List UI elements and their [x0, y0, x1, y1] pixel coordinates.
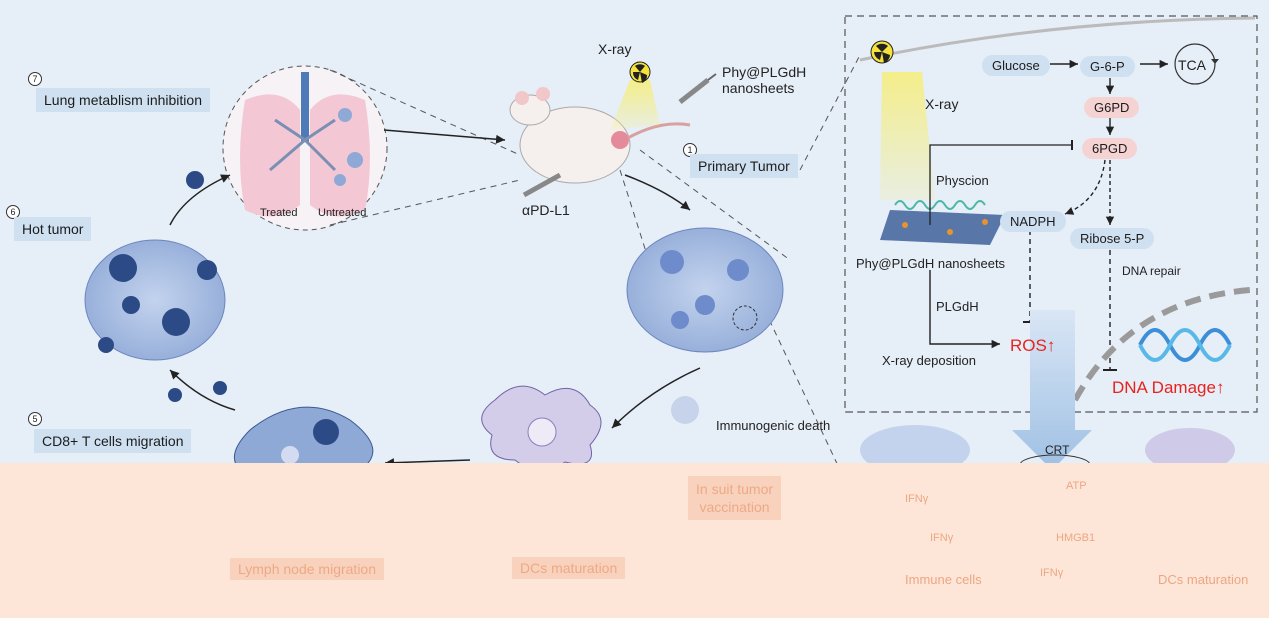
dendritic-cell — [481, 385, 602, 471]
lymph-node-migration-label: Lymph node migration — [230, 558, 385, 580]
mouse-illustration — [509, 87, 691, 184]
ros-text: ROS — [1010, 336, 1047, 355]
syringe-top — [678, 73, 717, 104]
atp-label: ATP — [1066, 480, 1087, 492]
g6pd-node: G6PD — [1084, 97, 1140, 118]
dna-helix — [1138, 328, 1232, 362]
crt-label: CRT — [1045, 443, 1070, 457]
step-5-number: 5 — [28, 412, 42, 426]
step-7-label: Lung metablism inhibition — [36, 88, 210, 112]
immunogenic-death-label: Immunogenic death — [716, 418, 831, 433]
syringe-bottom — [522, 172, 562, 198]
primary-tumor-cluster — [626, 227, 784, 353]
xray-deposition-label: X-ray deposition — [882, 353, 976, 368]
ribose-node: Ribose 5-P — [1070, 228, 1155, 249]
dna-damage-label: DNA Damage↑ — [1112, 379, 1224, 396]
glucose-node: Glucose — [982, 55, 1050, 76]
step-7-number: 7 — [28, 72, 42, 86]
lung-illustration — [222, 65, 388, 231]
step-6-label: Hot tumor — [14, 217, 92, 241]
xray-label-panel: X-ray — [925, 96, 959, 112]
6pgd-node: 6PGD — [1082, 138, 1138, 159]
large-down-arrow — [1012, 310, 1092, 470]
ros-label: ROS↑ — [1010, 337, 1055, 354]
lung-treated-label: Treated — [260, 207, 298, 219]
lung-untreated-label: Untreated — [318, 207, 367, 219]
dcs-maturation-left-label: DCs maturation — [512, 557, 626, 579]
vaccination-label: In suit tumor vaccination — [688, 476, 782, 520]
physcion-label: Physcion — [936, 173, 989, 188]
dna-repair-label: DNA repair — [1122, 264, 1181, 278]
ifng-label-1: IFNγ — [905, 493, 929, 505]
hot-tumor-cluster — [84, 239, 226, 361]
g6p-node: G-6-P — [1080, 56, 1135, 77]
up-arrow-icon: ↑ — [1215, 378, 1225, 397]
nanosheets-label-left: Phy@PLGdH nanosheets — [722, 64, 807, 96]
up-arrow-icon: ↑ — [1046, 336, 1056, 355]
nanosheets-label-panel: Phy@PLGdH nanosheets — [856, 256, 1006, 271]
dna-damage-text: DNA Damage — [1112, 378, 1216, 397]
ifng-label-3: IFNγ — [1040, 567, 1064, 579]
nadph-node: NADPH — [1000, 211, 1066, 232]
tca-label: TCA — [1178, 57, 1206, 73]
lymph-node — [233, 406, 374, 471]
apdl1-label: αPD-L1 — [522, 202, 570, 218]
dcs-maturation-right-label: DCs maturation — [1158, 572, 1249, 587]
xray-arc — [859, 16, 1256, 62]
step-1-number: 1 — [683, 143, 697, 157]
step-5-label: CD8+ T cells migration — [34, 429, 192, 453]
hmgb1-label: HMGB1 — [1056, 532, 1096, 544]
step-1-label: Primary Tumor — [690, 154, 798, 178]
plgdh-label: PLGdH — [936, 299, 979, 314]
faded-overlay-band — [0, 463, 1269, 618]
ifng-label-2: IFNγ — [930, 532, 954, 544]
xray-label-left: X-ray — [598, 41, 632, 57]
step-6-number: 6 — [6, 205, 20, 219]
immune-cells-label: Immune cells — [905, 572, 982, 587]
nanosheet-illustration — [880, 200, 1005, 245]
